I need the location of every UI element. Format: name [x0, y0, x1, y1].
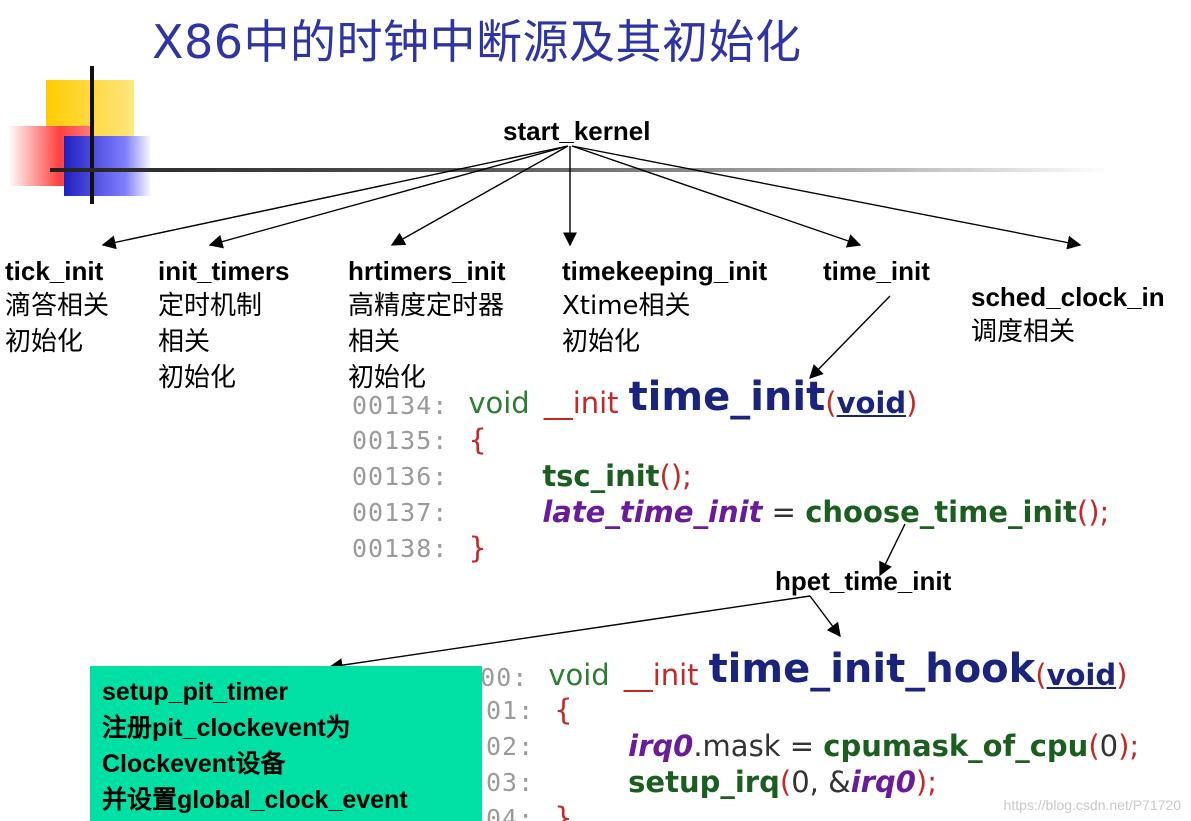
node-name: timekeeping_init: [562, 256, 768, 286]
node-desc: 高精度定时器: [348, 291, 505, 321]
node-desc: 初始化: [158, 363, 237, 393]
code-brace: }: [468, 531, 487, 565]
code-init-macro: __init: [623, 658, 699, 692]
line-number: 01:: [486, 695, 535, 725]
line-number: 00136:: [352, 461, 449, 491]
code-init-macro: __init: [543, 386, 619, 420]
node-desc: 定时机制: [158, 291, 263, 321]
line-number: 00135:: [352, 425, 449, 455]
node-name: init_timers: [158, 256, 290, 286]
code-variable: irq0: [628, 729, 694, 763]
watermark: https://blog.csdn.net/P71720: [1003, 797, 1181, 813]
arrow-init-timers: [208, 145, 569, 249]
code-function-name: time_init_hook: [708, 646, 1036, 692]
node-name: hrtimers_init: [348, 256, 506, 286]
code-call: setup_irq: [628, 765, 780, 799]
node-desc: 调度相关: [971, 317, 1076, 347]
code-function-name: time_init: [628, 374, 826, 420]
code-brace: {: [554, 693, 573, 727]
node-desc: 初始化: [5, 327, 84, 357]
code-block-time-init-hook: 00100: void __init time_init_hook (void)…: [432, 644, 1191, 821]
node-desc: 初始化: [562, 327, 641, 357]
node-time-init: time_init: [823, 255, 930, 288]
page-title: X86中的时钟中断源及其初始化: [152, 15, 802, 69]
code-block-time-init: 00134: void __init time_init (void) 0013…: [352, 374, 1110, 565]
box-line: 注册pit_clockevent为: [102, 714, 351, 742]
setup-pit-timer-box: setup_pit_timer 注册pit_clockevent为 Clocke…: [90, 666, 482, 821]
code-keyword: void: [468, 386, 530, 420]
box-line: setup_pit_timer: [102, 678, 289, 706]
arrow-to-hpet: [879, 523, 906, 577]
code-brace: {: [468, 423, 487, 457]
node-name: sched_clock_in: [971, 282, 1165, 312]
code-call: cpumask_of_cpu: [823, 729, 1089, 763]
code-keyword: void: [548, 658, 610, 692]
line-number: 00134:: [352, 391, 449, 420]
arrow-to-code1: [809, 295, 891, 380]
node-desc: 相关: [348, 327, 401, 357]
node-name: tick_init: [5, 256, 104, 286]
node-name: time_init: [823, 256, 930, 286]
node-desc: 滴答相关: [5, 291, 110, 321]
code-field: .mask: [693, 729, 781, 763]
node-timekeeping-init: timekeeping_init Xtime相关 初始化: [562, 255, 767, 360]
node-init-timers: init_timers 定时机制 相关 初始化: [158, 255, 290, 396]
line-number: 04:: [486, 803, 535, 821]
arrow-time-init: [571, 145, 862, 248]
node-desc: 初始化: [348, 363, 427, 393]
code-variable: late_time_init: [542, 495, 763, 529]
node-hrtimers-init: hrtimers_init 高精度定时器 相关 初始化: [348, 255, 506, 396]
node-tick-init: tick_init 滴答相关 初始化: [5, 255, 109, 360]
code-call: choose_time_init: [805, 495, 1077, 529]
box-line: Clockevent设备: [102, 750, 286, 778]
start-kernel-node: start_kernel: [503, 116, 651, 146]
code-brace: }: [554, 801, 573, 821]
node-desc: 相关: [158, 327, 211, 357]
arrow-to-green-box: [328, 595, 811, 673]
node-hpet-time-init: hpet_time_init: [775, 566, 952, 596]
box-line: 并设置global_clock_event: [102, 786, 408, 814]
code-arg: 0: [791, 765, 810, 799]
code-variable: irq0: [850, 765, 916, 799]
line-number: 02:: [486, 731, 535, 761]
arrow-to-code2: [809, 595, 841, 638]
code-arg: 0: [1099, 729, 1119, 763]
logo-decoration: [0, 0, 1110, 210]
code-call: tsc_init: [542, 459, 660, 493]
node-desc: Xtime相关: [562, 291, 691, 321]
line-number: 03:: [486, 767, 535, 797]
arrow-tick-init: [101, 145, 569, 250]
line-number: 00137:: [352, 497, 449, 527]
code-param-type: void: [1046, 658, 1117, 692]
arrow-hrtimers-init: [390, 145, 569, 246]
line-number: 00138:: [352, 533, 449, 563]
arrow-sched-clock: [571, 145, 1082, 250]
node-sched-clock-init: sched_clock_in 调度相关: [971, 281, 1165, 350]
code-param-type: void: [836, 386, 907, 420]
